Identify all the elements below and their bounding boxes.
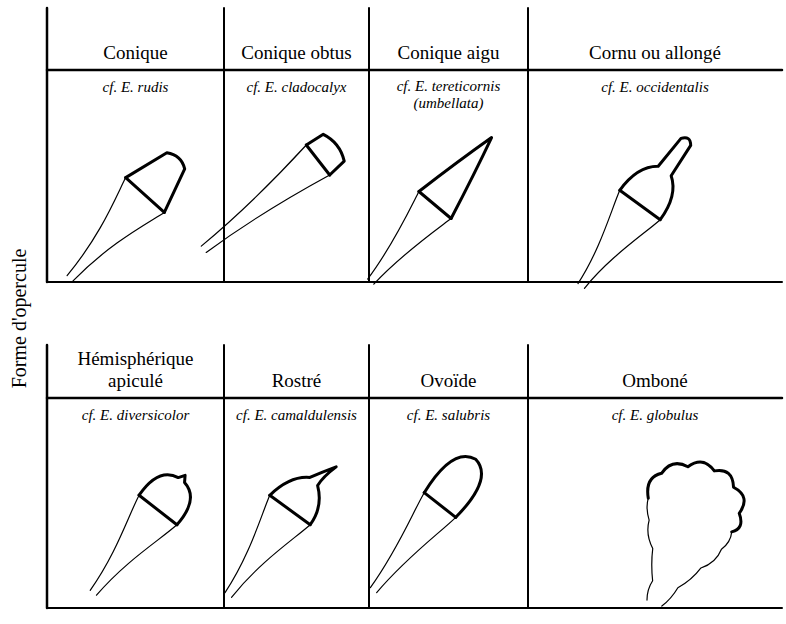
axis-label: Forme d'opercule bbox=[9, 248, 32, 388]
species-box: cf. E. globulus bbox=[528, 406, 782, 424]
species-box: cf. E. salubris bbox=[369, 406, 528, 424]
species-box: cf. E. camaldulensis bbox=[224, 406, 369, 424]
shape-heading: Conique obtus bbox=[241, 42, 351, 70]
species-box: cf. E. diversicolor bbox=[47, 406, 224, 424]
species-box: cf. E. occidentalis bbox=[528, 78, 782, 96]
shape-cell: Conique aigu cf. E. tereticornis (umbella… bbox=[369, 5, 528, 282]
shape-cell: Rostré cf. E. camaldulensis bbox=[224, 330, 369, 608]
shape-heading-box: Ovoïde bbox=[369, 330, 528, 398]
shape-heading: Omboné bbox=[622, 370, 687, 398]
shape-heading: Conique aigu bbox=[398, 42, 500, 70]
shape-heading: Ovoïde bbox=[421, 370, 477, 398]
shape-heading: Cornu ou allongé bbox=[589, 42, 721, 70]
species-name: cf. E. rudis bbox=[103, 79, 169, 96]
shape-cell: Ovoïde cf. E. salubris bbox=[369, 330, 528, 608]
shape-heading-box: Cornu ou allongé bbox=[528, 5, 782, 70]
shape-heading: Hémisphérique apiculé bbox=[52, 348, 219, 398]
shape-heading: Conique bbox=[103, 42, 167, 70]
shape-heading-box: Conique bbox=[47, 5, 224, 70]
species-box: cf. E. cladocalyx bbox=[224, 78, 369, 96]
shape-heading-box: Omboné bbox=[528, 330, 782, 398]
species-name: cf. E. occidentalis bbox=[601, 79, 708, 96]
shape-heading-box: Conique obtus bbox=[224, 5, 369, 70]
species-name: cf. E. camaldulensis bbox=[236, 407, 357, 424]
species-name: cf. E. cladocalyx bbox=[247, 79, 347, 96]
shape-heading-box: Conique aigu bbox=[369, 5, 528, 70]
species-name: cf. E. globulus bbox=[612, 407, 699, 424]
species-name: cf. E. diversicolor bbox=[82, 407, 189, 424]
shape-heading: Rostré bbox=[272, 370, 322, 398]
species-box: cf. E. rudis bbox=[47, 78, 224, 96]
shape-cell: Omboné cf. E. globulus bbox=[528, 330, 782, 608]
species-name: cf. E. salubris bbox=[407, 407, 490, 424]
shape-cell: Hémisphérique apiculé cf. E. diversicolor bbox=[47, 330, 224, 608]
shape-cell: Conique obtus cf. E. cladocalyx bbox=[224, 5, 369, 282]
shape-cell: Cornu ou allongé cf. E. occidentalis bbox=[528, 5, 782, 282]
shape-heading-box: Hémisphérique apiculé bbox=[47, 330, 224, 398]
species-name: cf. E. tereticornis (umbellata) bbox=[374, 78, 523, 112]
shape-heading-box: Rostré bbox=[224, 330, 369, 398]
shape-cell: Conique cf. E. rudis bbox=[47, 5, 224, 282]
species-box: cf. E. tereticornis (umbellata) bbox=[369, 78, 528, 112]
